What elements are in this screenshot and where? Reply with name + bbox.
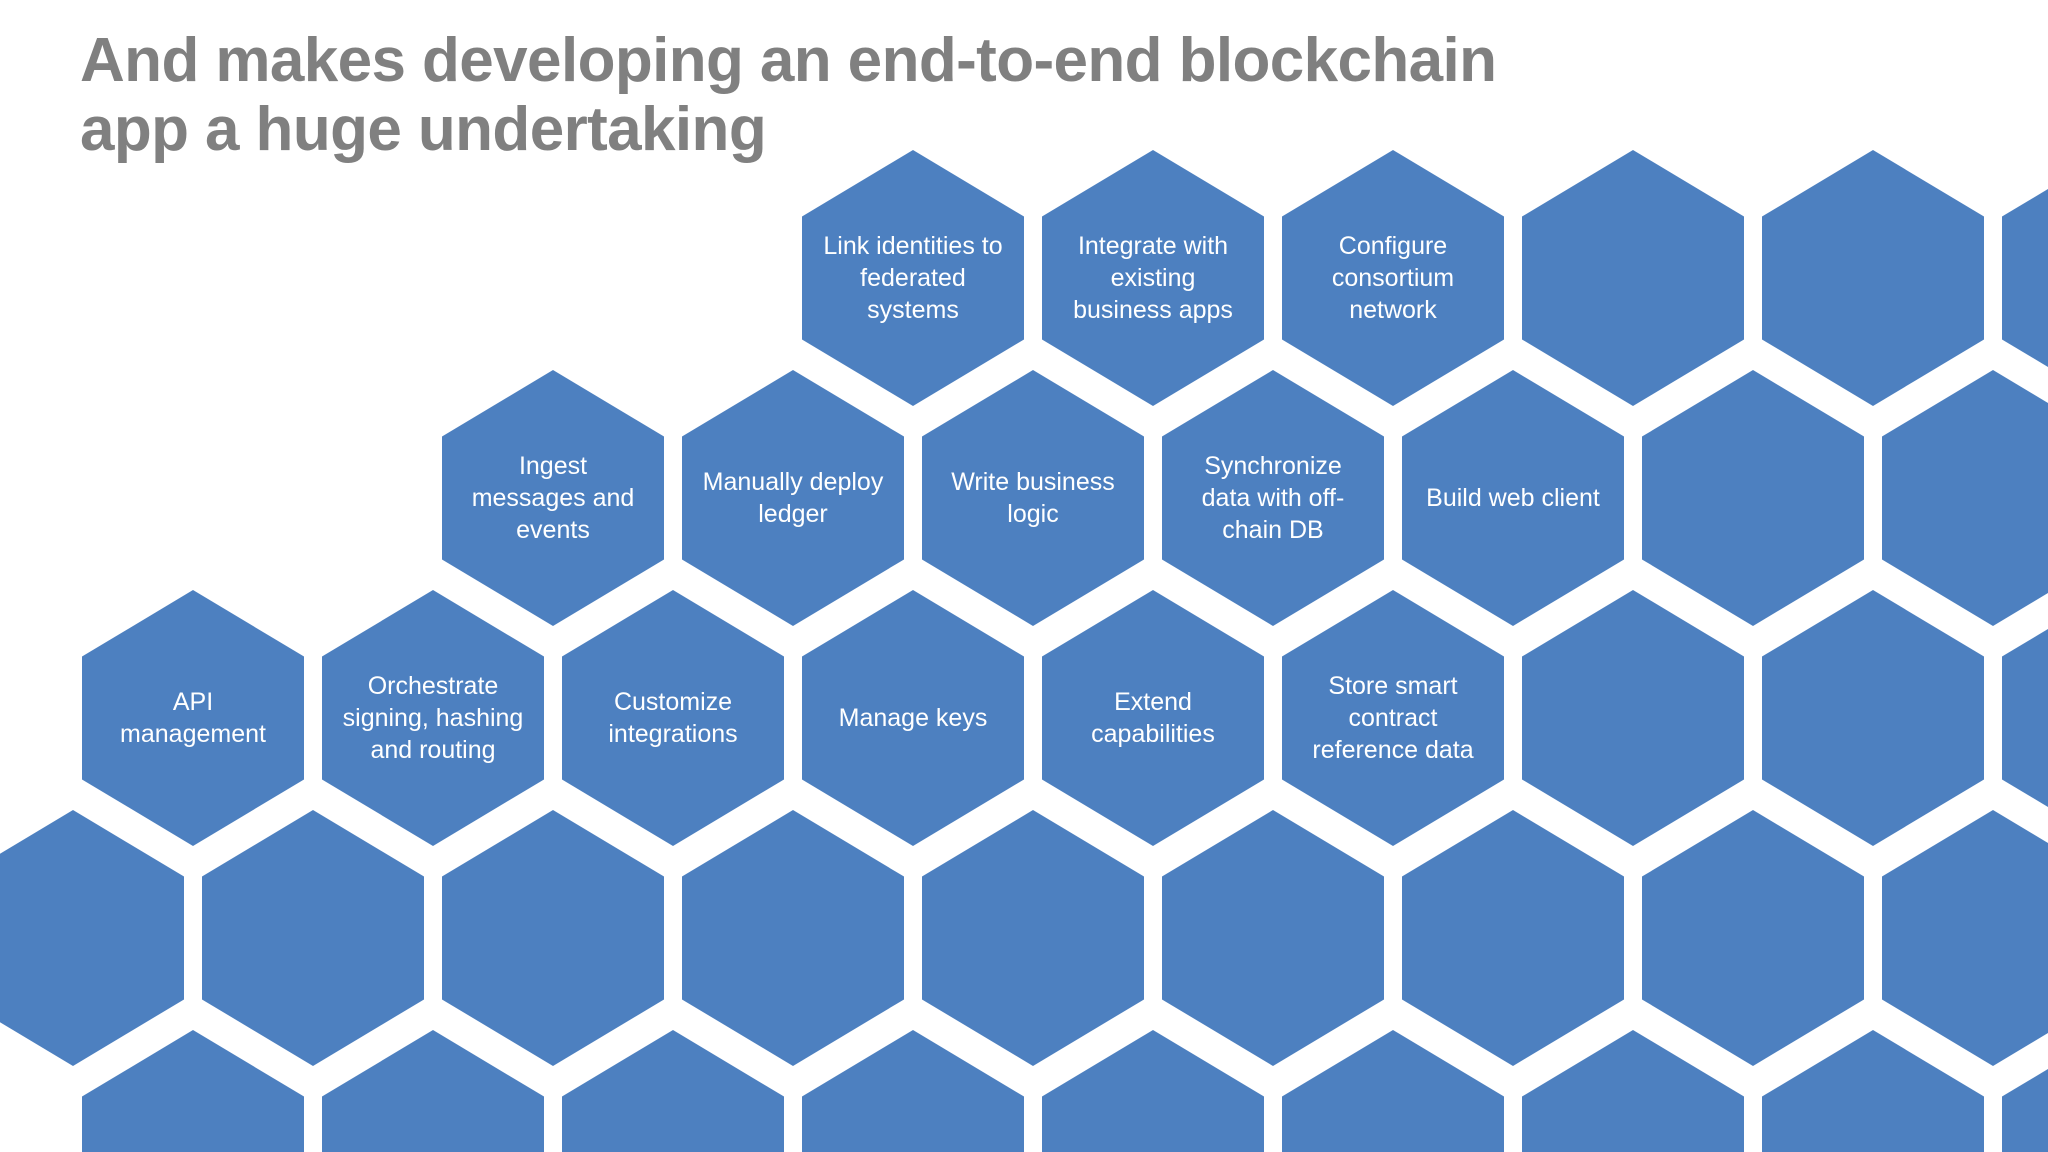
hexagon-cell[interactable] <box>1642 810 1864 1066</box>
hexagon-label: Link identities to federated systems <box>823 232 1003 324</box>
hexagon-cell[interactable] <box>802 1030 1024 1152</box>
hexagon-cell[interactable]: Build web client <box>1402 370 1624 626</box>
hexagon-label: API management <box>120 688 266 748</box>
hexagon-label: Orchestrate signing, hashing and routing <box>342 672 524 764</box>
hexagon-label: Synchronize data with off-chain DB <box>1201 452 1345 544</box>
hexagon-cell[interactable]: Customize integrations <box>562 590 784 846</box>
hexagon-cell[interactable] <box>562 1030 784 1152</box>
hexagon-cell[interactable]: Extend capabilities <box>1042 590 1264 846</box>
hexagon-cell[interactable] <box>1402 810 1624 1066</box>
hexagon-cell[interactable] <box>1522 1030 1744 1152</box>
hexagon-cell[interactable]: Configure consortium network <box>1282 150 1504 406</box>
hexagon-cell[interactable]: Manage keys <box>802 590 1024 846</box>
hexagon-label: Extend capabilities <box>1091 688 1215 748</box>
hexagon-cell[interactable] <box>1762 590 1984 846</box>
hexagon-cell[interactable]: Orchestrate signing, hashing and routing <box>322 590 544 846</box>
hexagon-cell[interactable] <box>1762 150 1984 406</box>
hexagon-label: Ingest messages and events <box>471 452 635 544</box>
hexagon-label: Write business logic <box>951 468 1115 528</box>
hexagon-cell[interactable]: Integrate with existing business apps <box>1042 150 1264 406</box>
hexagon-cell[interactable] <box>442 810 664 1066</box>
page-title: And makes developing an end-to-end block… <box>80 26 1497 165</box>
hexagon-label: Customize integrations <box>608 688 738 748</box>
hexagon-cell[interactable] <box>202 810 424 1066</box>
hexagon-cell[interactable]: Manually deploy ledger <box>682 370 904 626</box>
hexagon-label: Configure consortium network <box>1331 232 1455 324</box>
hexagon-cell[interactable] <box>922 810 1144 1066</box>
hexagon-label: Manually deploy ledger <box>702 468 884 528</box>
hexagon-label: Store smart contract reference data <box>1312 672 1474 764</box>
hexagon-cell[interactable]: API management <box>82 590 304 846</box>
hexagon-cell[interactable] <box>682 810 904 1066</box>
hexagon-cell[interactable] <box>82 1030 304 1152</box>
hexagon-cell[interactable] <box>322 1030 544 1152</box>
hexagon-cell[interactable] <box>1042 1030 1264 1152</box>
hexagon-cell[interactable]: Store smart contract reference data <box>1282 590 1504 846</box>
hexagon-cell[interactable]: Synchronize data with off-chain DB <box>1162 370 1384 626</box>
hexagon-cell[interactable] <box>0 810 184 1066</box>
hexagon-cell[interactable]: Write business logic <box>922 370 1144 626</box>
hexagon-cell[interactable] <box>1522 150 1744 406</box>
hexagon-cell[interactable] <box>1882 370 2048 626</box>
hexagon-cell[interactable] <box>1162 810 1384 1066</box>
hexagon-cell[interactable]: Ingest messages and events <box>442 370 664 626</box>
hexagon-cell[interactable] <box>1882 810 2048 1066</box>
hexagon-label: Integrate with existing business apps <box>1073 232 1233 324</box>
hexagon-cell[interactable] <box>2002 590 2048 846</box>
hexagon-cell[interactable] <box>1522 590 1744 846</box>
hexagon-cell[interactable] <box>1642 370 1864 626</box>
hexagon-cell[interactable] <box>1282 1030 1504 1152</box>
hexagon-cell[interactable]: Link identities to federated systems <box>802 150 1024 406</box>
hexagon-cell[interactable] <box>2002 150 2048 406</box>
hexagon-label: Manage keys <box>838 704 988 732</box>
hexagon-label: Build web client <box>1426 484 1600 512</box>
hexagon-cell[interactable] <box>1762 1030 1984 1152</box>
